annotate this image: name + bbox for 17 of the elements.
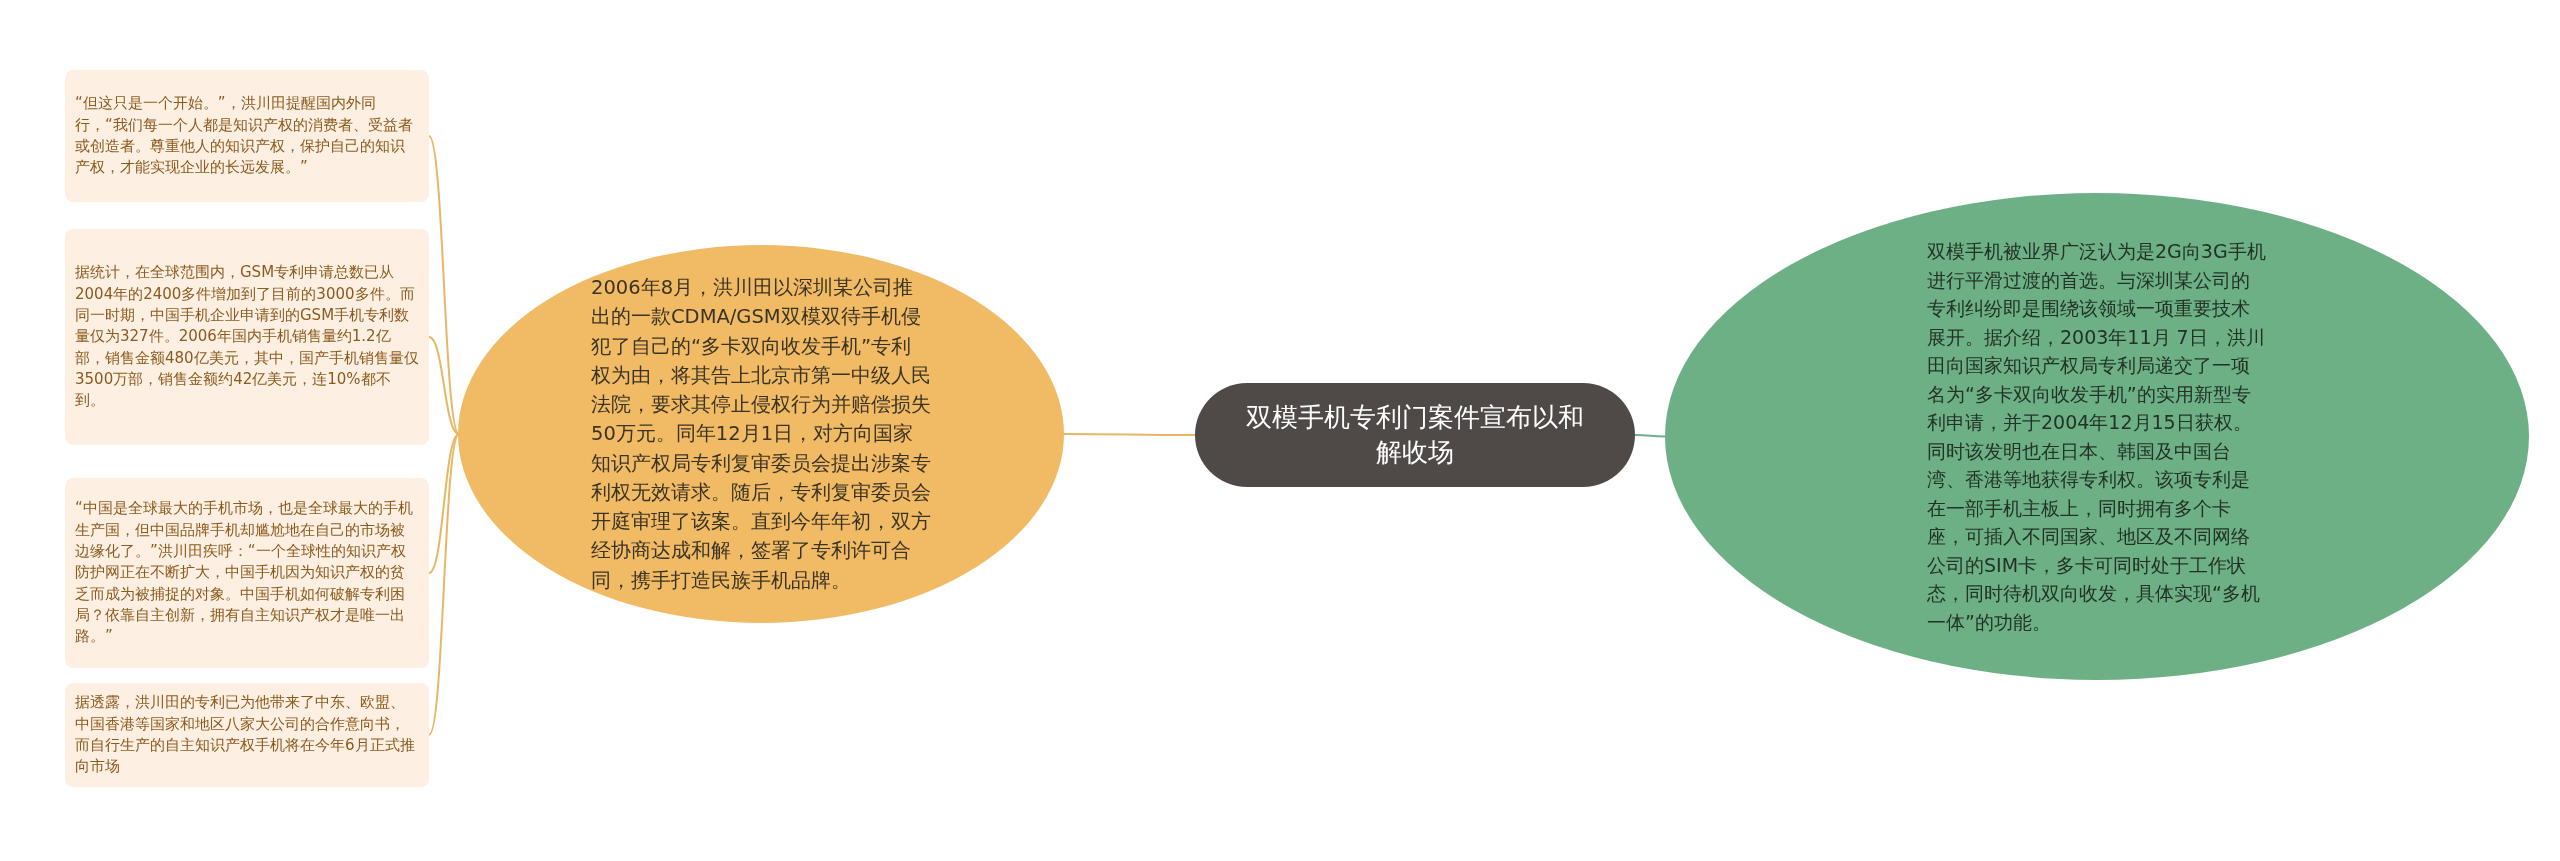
branch-text: 双模手机被业界广泛认为是2G向3G手机进行平滑过渡的首选。与深圳某公司的专利纠纷即是围绕该领域一项重要技术展开。据介绍，2003年11月 7日，洪川田向国家知识产权局专利局递交了一项名为“多卡双向收发手机”的实用新型专利申请，并于2004年12月15日获权。同时该发明也在日本、韩国及中国台湾、香港等地获得专利权。该项专利是在一部手机主板上，同时拥有多个卡座，可插入不同国家、地区及不同网络公司的SIM卡，多卡可同时处于工作状态，同时待机双向收发，具体实现“多机一体”的功能。 [1927, 239, 2267, 635]
note-card [65, 478, 429, 668]
branch-text: 2006年8月，洪川田以深圳某公司推出的一款CDMA/GSM双模双待手机侵犯了自己的“多卡双向收发手机”专利权为由，将其告上北京市第一中级人民法院，要求其停止侵权行为并赔偿损失50万元。同年12月1日，对方向国家知识产权局专利复审委员会提出涉案专利权无效请求。随后，专利复审委员会开庭审理了该案。直到今年年初，双方经协商达成和解，签署了专利许可合同，携手打造民族手机品牌。 [591, 275, 931, 594]
note-text: “中国是全球最大的手机市场，也是全球最大的手机生产国，但中国品牌手机却尴尬地在自己的市场被边缘化了。”洪川田疾呼：“一个全球性的知识产权防护网正在不断扩大，中国手机因为知识产权的贫乏而成为被捕捉的对象。中国手机如何破解专利困局？依靠自主创新，拥有自主知识产权才是唯一出路。” [75, 498, 414, 648]
note-text: 据透露，洪川田的专利已为他带来了中东、欧盟、中国香港等国家和地区八家大公司的合作意向书，而自行生产的自主知识产权手机将在今年6月正式推向市场 [75, 692, 416, 778]
note-card [65, 683, 429, 787]
connector-line [1634, 434, 1666, 438]
note-text: 据统计，在全球范围内，GSM专利申请总数已从2004年的2400多件增加到了目前的3000多件。而同一时期，中国手机企业申请到的GSM手机专利数量仅为327件。2006年国内手机销售量约1.2亿部，销售金额480亿美元，其中，国产手机销售量仅3500万部，销售金额约42亿美元，连10%都不到。 [75, 262, 419, 412]
note-card [65, 70, 429, 202]
connector-line [428, 135, 460, 435]
connector-line [428, 433, 460, 574]
topic-title: 双模手机专利门案件宣布以和解收场 [1245, 400, 1585, 469]
connector-line [1063, 433, 1196, 436]
connector-line [428, 433, 460, 736]
connector-line [428, 336, 460, 435]
note-card [65, 229, 429, 445]
note-text: “但这只是一个开始。”，洪川田提醒国内外同行，“我们每一个人都是知识产权的消费者、受益者或创造者。尊重他人的知识产权，保护自己的知识产权，才能实现企业的长远发展。” [75, 93, 414, 179]
